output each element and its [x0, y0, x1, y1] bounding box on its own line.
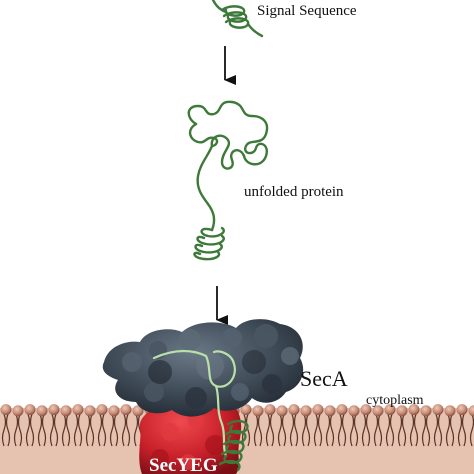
- signal-sequence-helix: [211, 0, 264, 38]
- lipid-head: [0, 404, 12, 416]
- lipid-head: [408, 404, 420, 416]
- lipid-tail: [349, 413, 359, 447]
- lipid-head: [360, 404, 372, 416]
- signal-sequence-label: Signal Sequence: [257, 3, 357, 19]
- lipid-head: [84, 405, 96, 417]
- lipid-head: [456, 404, 468, 416]
- lipid-head: [324, 405, 336, 417]
- lipid-tail: [109, 413, 119, 447]
- seca-label: SecA: [300, 366, 348, 391]
- unfolded-protein-chain: [187, 100, 269, 232]
- lipid-head: [444, 405, 456, 417]
- lipid-head: [36, 405, 48, 417]
- signal-helix-in-membrane: [218, 419, 249, 472]
- seca-protein: [102, 319, 304, 417]
- lipid-tail: [457, 413, 467, 447]
- lipid-tail: [265, 413, 275, 447]
- lipid-head: [240, 404, 252, 416]
- lipid-head: [396, 405, 408, 417]
- lipid-tail: [121, 413, 131, 447]
- lipid-tail: [469, 413, 474, 447]
- lipid-head: [312, 404, 324, 416]
- lipid-tail: [253, 413, 263, 447]
- lipid-head: [336, 404, 348, 416]
- lipid-head: [384, 404, 396, 416]
- lipid-head: [432, 404, 444, 416]
- unfolded-protein-label: unfolded protein: [244, 184, 344, 200]
- lipid-head: [96, 404, 108, 416]
- unfolded-protein-helix: [193, 226, 225, 261]
- lipid-head: [468, 405, 474, 417]
- lipid-tail: [49, 413, 59, 447]
- lipid-tail: [337, 413, 347, 447]
- lipid-head: [24, 404, 36, 416]
- lipid-tail: [433, 413, 443, 447]
- lipid-tail: [97, 413, 107, 447]
- lipid-tail: [73, 413, 83, 447]
- lipid-head: [132, 405, 144, 417]
- secyeg-channel: [139, 393, 242, 474]
- lipid-tail: [37, 413, 47, 447]
- lipid-tail: [277, 413, 287, 447]
- lipid-head: [420, 405, 432, 417]
- secyeg-label: SecYEG: [149, 455, 218, 474]
- threaded-polypeptide: [152, 349, 236, 458]
- lipid-head: [300, 405, 312, 417]
- lipid-head: [108, 405, 120, 417]
- lipid-head: [120, 404, 132, 416]
- lipid-tail: [409, 413, 419, 447]
- lipid-tail: [313, 413, 323, 447]
- lipid-tail: [445, 413, 455, 447]
- lipid-tail: [85, 413, 95, 447]
- lipid-tail: [325, 413, 335, 447]
- lipid-head: [372, 405, 384, 417]
- lipid-tail: [13, 413, 23, 447]
- lipid-tail: [61, 413, 71, 447]
- lipid-tail: [373, 413, 383, 447]
- lipid-head: [48, 404, 60, 416]
- lipid-tail: [397, 413, 407, 447]
- lipid-head: [276, 405, 288, 417]
- lipid-head: [60, 405, 72, 417]
- lipid-head: [252, 405, 264, 417]
- lipid-head: [348, 405, 360, 417]
- lipid-head: [288, 404, 300, 416]
- lipid-head: [12, 405, 24, 417]
- lipid-tail: [361, 413, 371, 447]
- lipid-tail: [1, 413, 11, 447]
- cytoplasm-label: cytoplasm: [366, 393, 424, 408]
- lipid-tail: [25, 413, 35, 447]
- lipid-tail: [385, 413, 395, 447]
- lipid-head: [264, 404, 276, 416]
- lipid-head: [72, 404, 84, 416]
- lipid-tail: [421, 413, 431, 447]
- lipid-tail: [301, 413, 311, 447]
- lipid-tail: [289, 413, 299, 447]
